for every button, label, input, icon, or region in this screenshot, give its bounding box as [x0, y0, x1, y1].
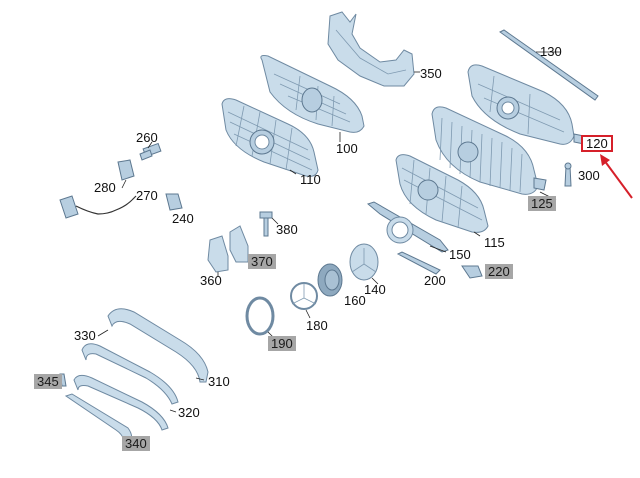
part-label-highlighted: 345: [34, 374, 62, 389]
part-label: 150: [449, 247, 471, 262]
part-160-disc: [317, 263, 343, 297]
part-label: 330: [74, 328, 96, 343]
part-label: 115: [484, 235, 505, 250]
part-label: 360: [200, 273, 222, 288]
part-150-star-frame: [366, 201, 449, 253]
part-180-star: [290, 282, 318, 319]
part-240-clip: [165, 193, 183, 211]
part-280-sensor-wiring: [59, 159, 137, 219]
part-100-grille-frame: [260, 55, 365, 142]
part-label: 130: [540, 44, 562, 59]
callout-arrow: [600, 154, 633, 199]
part-label: 310: [208, 374, 230, 389]
part-label: 260: [136, 130, 158, 145]
part-110-diamond-grille: [221, 98, 319, 177]
part-label: 180: [306, 318, 328, 333]
part-label-highlighted: 220: [485, 264, 513, 279]
part-label: 270: [136, 188, 158, 203]
part-125-pin-grille: [431, 106, 557, 201]
part-200-trim: [396, 251, 441, 275]
part-300-pin: [564, 162, 572, 187]
part-label: 240: [172, 211, 194, 226]
part-label: 140: [364, 282, 386, 297]
part-label-highlighted: 370: [248, 254, 276, 269]
part-380-bolt: [259, 211, 279, 237]
part-190-ring: [245, 296, 275, 339]
part-260-screw: [139, 141, 162, 161]
part-310-trim-strip: [81, 343, 205, 405]
part-label: 350: [420, 66, 442, 81]
part-label: 110: [300, 172, 321, 187]
part-330-trim-strip: [97, 308, 209, 383]
part-label-highlighted: 190: [268, 336, 296, 351]
part-320-trim-strip: [73, 374, 177, 431]
part-label-boxed[interactable]: 120: [581, 135, 613, 152]
part-130-trim-strip: [499, 29, 599, 101]
part-350-duct-bracket: [327, 11, 420, 87]
part-120-grille-frame-right: [467, 64, 585, 145]
part-label: 200: [424, 273, 446, 288]
part-360-bracket: [207, 235, 229, 276]
part-220-clip: [461, 265, 483, 279]
part-140-emblem-cap: [349, 243, 379, 285]
part-label: 280: [94, 180, 116, 195]
part-label: 320: [178, 405, 200, 420]
part-label: 300: [578, 168, 600, 183]
part-370-bracket: [229, 225, 249, 263]
part-label: 160: [344, 293, 366, 308]
part-label: 100: [336, 141, 358, 156]
part-115-diamond-grille-lower: [395, 154, 489, 237]
part-label-highlighted: 125: [528, 196, 556, 211]
part-label-highlighted: 340: [122, 436, 150, 451]
part-label: 380: [276, 222, 298, 237]
